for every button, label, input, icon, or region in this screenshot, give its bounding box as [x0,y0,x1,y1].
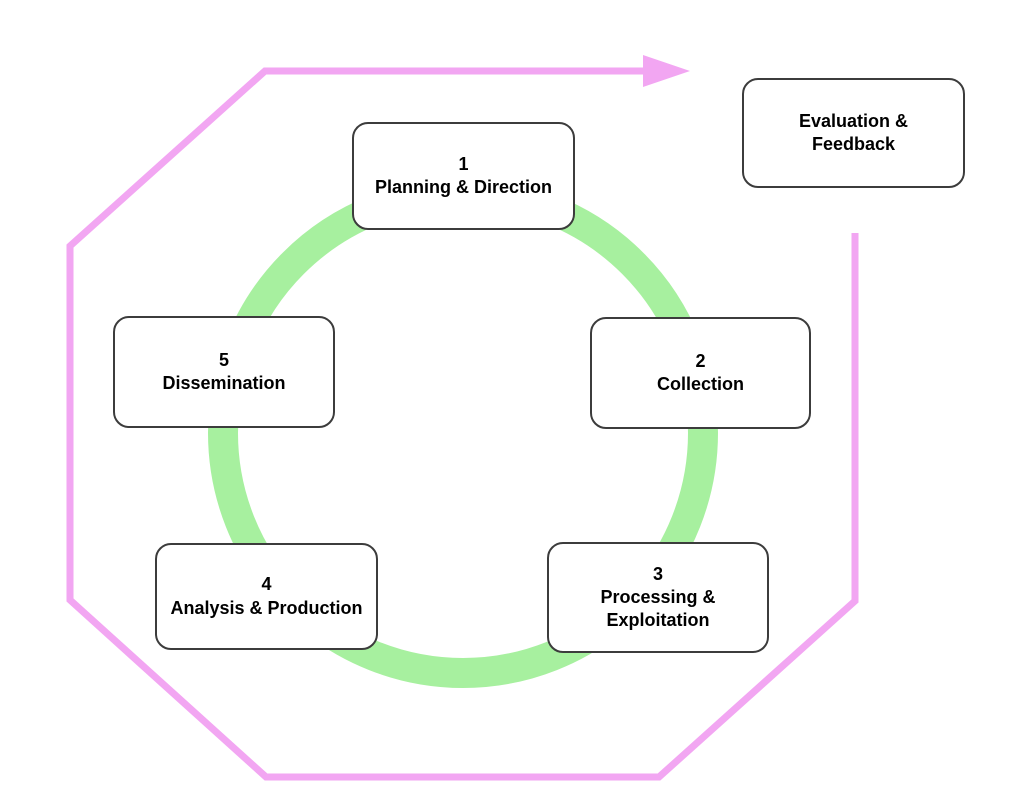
node-label: Planning & Direction [374,177,552,197]
node-dissemination: 5 Dissemination [113,316,335,428]
node-label: Analysis & Production [170,597,363,618]
feedback-arrowhead-icon [643,55,690,87]
node-number: 3 [652,563,663,584]
node-planning-direction: 1 Planning & Direction [352,122,575,230]
node-collection: 2 Collection [590,317,811,429]
node-processing-exploitation: 3 Processing & Exploitation [547,542,769,653]
node-number: 5 [218,349,229,370]
node-number: 1 [458,153,469,174]
node-label: Evaluation & Feedback [798,110,909,154]
node-label: Dissemination [162,373,286,393]
node-label: Processing & Exploitation [600,586,716,631]
feedback-path [66,67,859,781]
node-evaluation-feedback: Evaluation & Feedback [742,78,965,188]
node-label: Collection [656,374,744,394]
node-number: 2 [695,350,706,371]
node-number: 4 [261,574,272,595]
node-analysis-production: 4 Analysis & Production [155,543,378,650]
